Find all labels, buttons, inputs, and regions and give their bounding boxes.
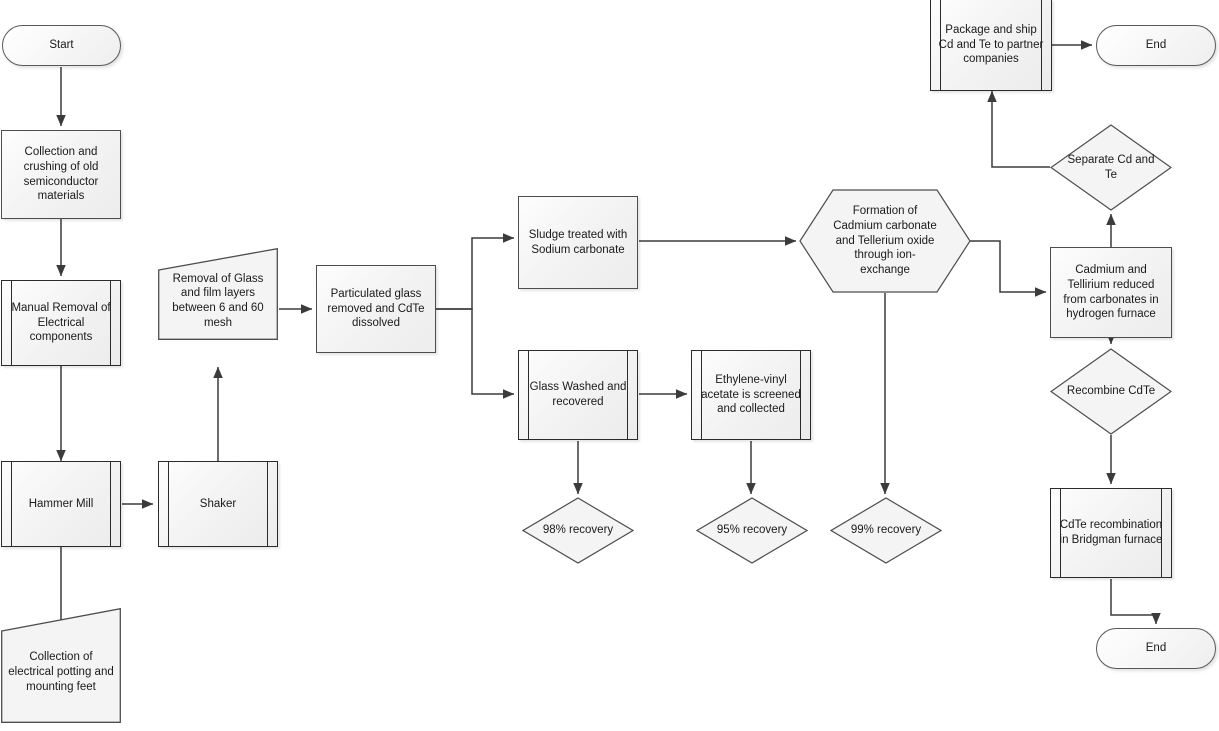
node-package-ship[interactable]: Package and ship Cd and Te to partner co… [930, 0, 1052, 91]
node-package-ship-label: Package and ship Cd and Te to partner co… [938, 23, 1044, 66]
decision-shape [1050, 348, 1172, 435]
node-formation-hexagon[interactable]: Formation of Cadmium carbonate and Telle… [799, 189, 971, 293]
node-separate-cd-te[interactable]: Separate Cd and Te [1050, 124, 1172, 211]
node-start-label: Start [49, 39, 74, 52]
node-glass-washed[interactable]: Glass Washed and recovered [518, 350, 638, 440]
decision-shape [830, 497, 942, 564]
node-eva-screened-label: Ethylene-vinyl acetate is screened and c… [701, 373, 801, 416]
manual-operation-shape [158, 248, 278, 340]
node-shaker-label: Shaker [199, 497, 237, 510]
node-formation-hexagon-label: Formation of Cadmium carbonate and Telle… [833, 205, 937, 277]
node-recovery-98[interactable]: 98% recovery [522, 497, 634, 564]
decision-shape [1050, 124, 1172, 211]
node-glass-washed-label: Glass Washed and recovered [529, 381, 627, 408]
node-end-bottom-label: End [1145, 642, 1167, 655]
edge-cdterecomb-endbottom [1110, 579, 1161, 625]
node-end-top[interactable]: End [1096, 25, 1216, 66]
node-recovery-99-label: 99% recovery [850, 524, 922, 537]
node-recombine-cdte-label: Recombine CdTe [1066, 385, 1156, 398]
edge-separate-package [987, 90, 1050, 168]
edge-formation-cdte-reduced [970, 240, 1047, 297]
node-end-top-label: End [1145, 39, 1167, 52]
node-removal-glass[interactable]: Removal of Glass and film layers between… [158, 248, 278, 340]
decision-shape [696, 497, 808, 564]
node-sludge-treated[interactable]: Sludge treated with Sodium carbonate [518, 196, 638, 289]
node-removal-glass-label: Removal of Glass and film layers between… [172, 272, 264, 329]
node-collection-potting-label: Collection of electrical potting and mou… [8, 651, 114, 693]
node-particulated-glass[interactable]: Particulated glass removed and CdTe diss… [316, 265, 436, 353]
node-hammer-mill-label: Hammer Mill [28, 497, 94, 510]
decision-shape [522, 497, 634, 564]
node-cdte-reduced[interactable]: Cadmium and Tellirium reduced from carbo… [1050, 247, 1172, 338]
node-cdte-reduced-label: Cadmium and Tellirium reduced from carbo… [1063, 264, 1159, 321]
node-recombine-cdte[interactable]: Recombine CdTe [1050, 348, 1172, 435]
node-collection-crushing[interactable]: Collection and crushing of old semicondu… [1, 130, 121, 219]
node-separate-cd-te-label: Separate Cd and Te [1067, 153, 1155, 181]
node-recovery-95[interactable]: 95% recovery [696, 497, 808, 564]
node-collection-potting[interactable]: Collection of electrical potting and mou… [1, 608, 121, 723]
node-recovery-95-label: 95% recovery [716, 524, 788, 537]
node-recovery-98-label: 98% recovery [542, 524, 614, 537]
edge-particulated-glasswashed [436, 308, 515, 399]
node-cdte-recombination-label: CdTe recombination in Bridgman furnace [1059, 519, 1163, 546]
node-manual-removal[interactable]: Manual Removal of Electrical components [1, 280, 121, 366]
node-cdte-recombination[interactable]: CdTe recombination in Bridgman furnace [1050, 488, 1172, 578]
node-shaker[interactable]: Shaker [158, 461, 278, 547]
node-eva-screened[interactable]: Ethylene-vinyl acetate is screened and c… [691, 350, 811, 440]
node-hammer-mill[interactable]: Hammer Mill [1, 461, 121, 547]
hexagon-shape [799, 189, 971, 293]
node-recovery-99[interactable]: 99% recovery [830, 497, 942, 564]
manual-operation-shape [1, 608, 121, 723]
edge-particulated-sludge [436, 233, 515, 310]
node-start[interactable]: Start [2, 25, 121, 66]
node-sludge-treated-label: Sludge treated with Sodium carbonate [528, 228, 628, 256]
node-manual-removal-label: Manual Removal of Electrical components [11, 301, 111, 344]
node-end-bottom[interactable]: End [1096, 628, 1216, 669]
node-collection-crushing-label: Collection and crushing of old semicondu… [23, 146, 99, 203]
node-particulated-glass-label: Particulated glass removed and CdTe diss… [327, 287, 425, 330]
